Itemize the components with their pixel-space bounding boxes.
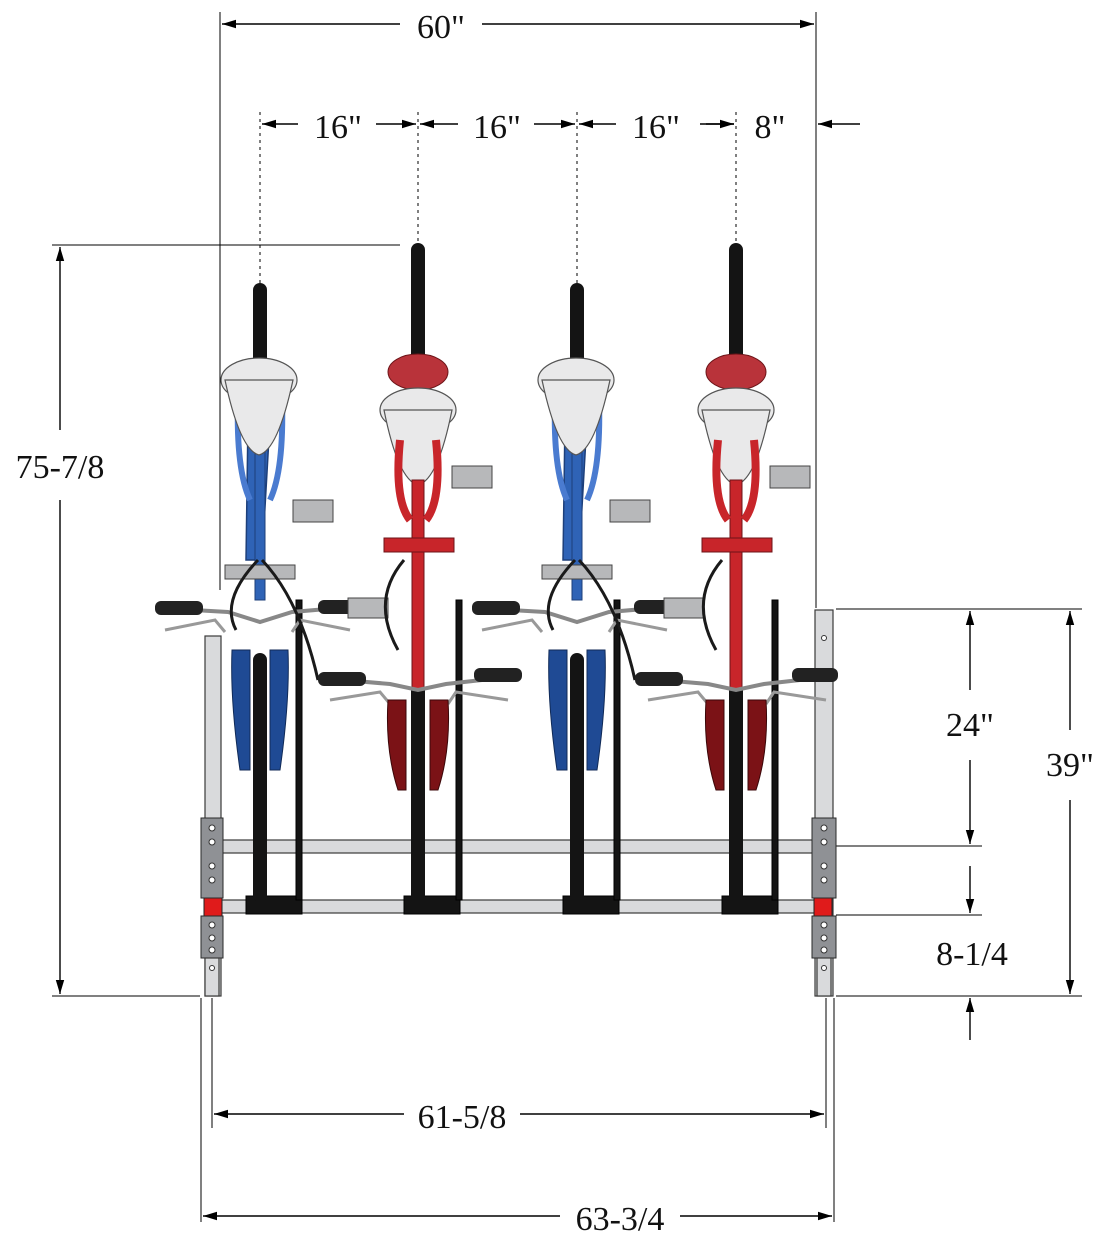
dim-spacing-2: 16" [473, 109, 521, 146]
upright-1 [295, 599, 303, 901]
right-end-block [813, 897, 833, 917]
dim-rail-height: 24" [946, 707, 994, 744]
bike-centerlines [259, 112, 737, 285]
upright-3 [613, 599, 621, 901]
dim-spacing-3: 16" [632, 109, 680, 146]
bike-2-red [318, 243, 522, 902]
dim-outer-width: 63-3/4 [576, 1201, 665, 1234]
upright-2 [455, 599, 463, 901]
bike-3-blue [472, 283, 705, 902]
bike-1-blue [155, 283, 389, 902]
right-foot [816, 957, 832, 997]
dimension-labels: 60" 16" 16" 16" 8" 75-7/8 24" 39" 8-1/4 … [16, 9, 1094, 1234]
extension-lines [52, 12, 1082, 1222]
bike-4-red [635, 243, 838, 902]
left-end-block [203, 897, 223, 917]
dim-end-offset: 8" [755, 109, 786, 146]
dim-inner-width: 61-5/8 [418, 1099, 507, 1136]
upright-4 [771, 599, 779, 901]
left-bracket [200, 817, 224, 899]
bracket-bolts [208, 635, 828, 971]
dim-overall-width-top: 60" [417, 9, 465, 46]
dimension-lines [55, 19, 1075, 1221]
dim-base-height: 8-1/4 [936, 936, 1008, 973]
dim-spacing-1: 16" [314, 109, 362, 146]
dim-overall-height: 75-7/8 [16, 449, 105, 486]
dim-rack-height: 39" [1046, 747, 1094, 784]
rack-frame [200, 599, 837, 997]
left-foot [204, 957, 220, 997]
